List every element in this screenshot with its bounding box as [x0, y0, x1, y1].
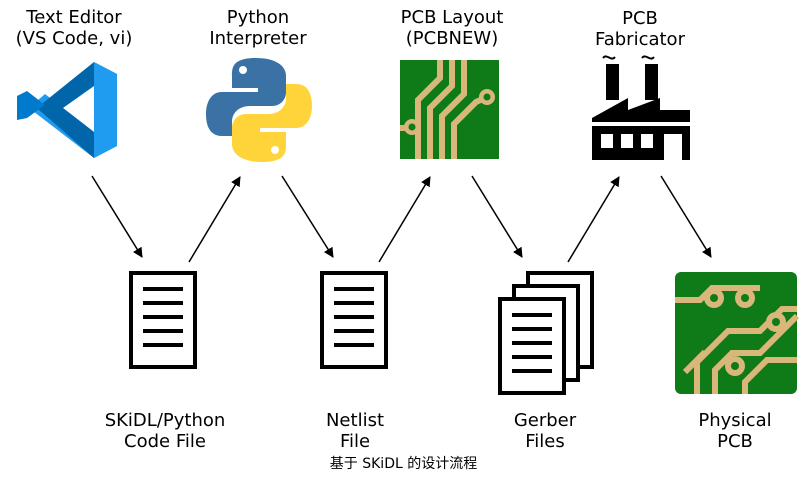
label-code-file: SKiDL/Python Code File — [104, 410, 226, 452]
label-pcb-layout: PCB Layout (PCBNEW) — [400, 7, 504, 49]
label-physical-pcb: Physical PCB — [698, 410, 772, 452]
arrow-code-to-python — [188, 176, 241, 263]
document-icon — [320, 271, 388, 369]
python-icon — [206, 58, 312, 162]
label-gerber-files: Gerber Files — [513, 410, 577, 452]
arrow-editor-to-code — [91, 175, 143, 258]
label-python-interpreter: Python Interpreter — [209, 7, 307, 49]
arrow-python-to-netlist — [281, 175, 334, 258]
stacked-documents-icon — [498, 271, 594, 395]
pcb-icon — [675, 272, 800, 394]
arrow-gerber-to-fabricator — [567, 176, 620, 263]
label-pcb-fabricator: PCB Fabricator — [595, 8, 685, 50]
arrow-fabricator-to-pcb — [660, 175, 712, 258]
arrow-layout-to-gerber — [471, 175, 523, 258]
document-icon — [129, 271, 197, 369]
arrow-netlist-to-layout — [378, 176, 431, 263]
pcb-icon — [400, 60, 499, 159]
label-netlist-file: Netlist File — [325, 410, 385, 452]
vscode-icon — [17, 62, 117, 158]
factory-icon — [592, 55, 690, 160]
diagram-caption: 基于 SKiDL 的设计流程 — [329, 456, 478, 472]
label-text-editor: Text Editor (VS Code, vi) — [15, 7, 133, 49]
